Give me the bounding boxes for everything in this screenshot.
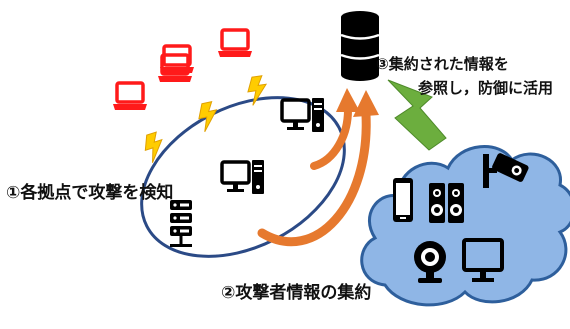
attacker-laptop-icon xyxy=(158,44,196,75)
collect-label: ②攻撃者情報の集約 xyxy=(221,283,372,303)
security-camera-icon xyxy=(483,153,529,188)
desktop-pc-icon xyxy=(280,96,326,134)
speaker-icon xyxy=(429,183,445,223)
speaker-icon xyxy=(448,183,464,223)
collect-arrow xyxy=(310,88,360,170)
monitor-icon xyxy=(462,238,504,282)
share-arrow xyxy=(387,79,447,151)
attacker-laptop-icon xyxy=(111,81,149,112)
cloud-shape xyxy=(360,145,570,307)
server-rack-icon xyxy=(170,200,192,247)
webcam-icon xyxy=(414,241,446,283)
database-icon xyxy=(340,11,380,81)
lightning-icon xyxy=(140,130,169,165)
share-label-line2: 参照し，防御に活用 xyxy=(418,79,554,97)
site-ellipse xyxy=(140,96,346,258)
desktop-pc-icon xyxy=(220,158,266,196)
detect-label: ①各拠点で攻撃を検知 xyxy=(6,183,174,203)
lightning-icon xyxy=(195,100,221,133)
attacker-laptop-icon xyxy=(216,28,254,59)
smartphone-icon xyxy=(393,178,413,222)
collect-arrow xyxy=(257,90,379,247)
share-label-line1: ③集約された情報を xyxy=(376,55,509,73)
